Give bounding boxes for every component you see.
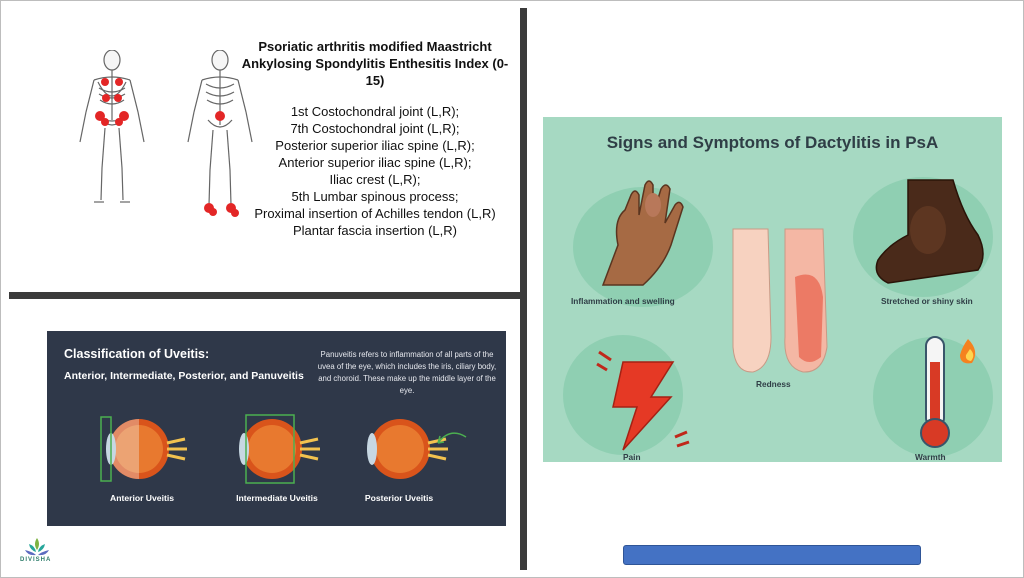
mase-site-item: Proximal insertion of Achilles tendon (L… (254, 206, 496, 221)
label-swelling: Inflammation and swelling (571, 296, 675, 306)
logo-text: DIVISHA (20, 557, 52, 563)
eye-label-anterior: Anterior Uveitis (110, 493, 174, 503)
mase-site-item: 5th Lumbar spinous process; (291, 189, 459, 204)
swollen-hand-image (601, 180, 684, 286)
vertical-divider (520, 8, 527, 570)
mase-site-item: 1st Costochondral joint (L,R); (290, 104, 460, 119)
label-pain: Pain (623, 452, 641, 462)
eye-label-posterior: Posterior Uveitis (364, 493, 434, 503)
mase-site-item: Plantar fascia insertion (L,R) (292, 223, 457, 238)
eye-label-intermediate: Intermediate Uveitis (236, 493, 318, 503)
skeleton-front-image (79, 50, 145, 203)
dactylitis-panel: Signs and Symptoms of Dactylitis in PsA … (543, 117, 1002, 462)
shiny-foot-image (875, 179, 984, 284)
red-feet-image (732, 228, 828, 373)
mase-title: Psoriatic arthritis modified Maastricht … (241, 39, 509, 88)
pain-bolt-icon (596, 350, 690, 451)
warmth-thermometer-icon (920, 336, 976, 448)
label-redness: Redness (756, 379, 791, 389)
mase-site-list: 1st Costochondral joint (L,R); 7th Costo… (240, 103, 510, 239)
mase-site-item: Iliac crest (L,R); (329, 172, 421, 187)
label-warmth: Warmth (915, 452, 946, 462)
label-shiny: Stretched or shiny skin (881, 296, 973, 306)
uveitis-panel: Classification of Uveitis: Anterior, Int… (47, 331, 506, 526)
uveitis-description: Panuveitis refers to inflammation of all… (317, 350, 497, 395)
uveitis-subtitle: Anterior, Intermediate, Posterior, and P… (64, 370, 304, 382)
dactylitis-title: Signs and Symptoms of Dactylitis in PsA (606, 133, 939, 152)
mase-site-item: 7th Costochondral joint (L,R); (290, 121, 460, 136)
uveitis-title: Classification of Uveitis: (64, 347, 210, 361)
accent-bar (623, 545, 921, 565)
skeleton-back-image (187, 50, 253, 217)
mase-site-item: Anterior superior iliac spine (L,R); (278, 155, 472, 170)
mase-site-item: Posterior superior iliac spine (L,R); (275, 138, 475, 153)
divisha-logo (25, 538, 49, 556)
eye-posterior-image (367, 419, 467, 479)
horizontal-divider (9, 292, 521, 299)
eye-anterior-image (100, 416, 187, 482)
eye-intermediate-image (239, 414, 320, 484)
